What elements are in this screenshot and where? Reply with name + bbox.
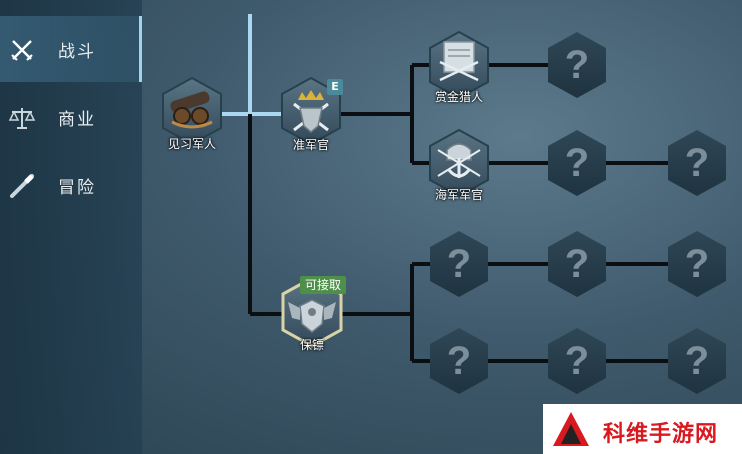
sidebar-item-label: 冒险 <box>58 177 96 198</box>
question-mark-icon: ? <box>565 339 589 383</box>
winged-shield-icon <box>288 299 336 333</box>
node-label-trainee: 见习军人 <box>167 137 216 151</box>
sidebar-item-label: 战斗 <box>58 41 96 62</box>
question-mark-icon: ? <box>447 339 471 383</box>
question-mark-icon: ? <box>685 339 709 383</box>
category-sidebar: 战斗 商业 冒险 <box>0 0 142 454</box>
sidebar-item-adventure[interactable]: 冒险 <box>0 152 142 218</box>
locked-node[interactable]: ? <box>430 328 488 394</box>
node-label-warrant-officer: 准军官 <box>292 138 329 152</box>
node-label-bounty-hunter: 赏金猎人 <box>434 90 483 104</box>
node-label-navy-officer: 海军军官 <box>434 188 483 202</box>
cannon-icon <box>170 91 213 129</box>
node-trainee[interactable] <box>162 76 222 146</box>
telescope-icon <box>10 174 34 198</box>
locked-node[interactable]: ? <box>668 231 726 297</box>
sidebar-item-label: 商业 <box>58 109 96 130</box>
node-navy-officer[interactable] <box>429 128 489 198</box>
question-mark-icon: ? <box>685 242 709 286</box>
anchor-helmet-icon <box>437 143 481 178</box>
locked-node[interactable]: ? <box>668 328 726 394</box>
sidebar-item-business[interactable]: 商业 <box>0 84 142 150</box>
connector-lines <box>222 14 670 363</box>
sidebar-item-combat[interactable]: 战斗 <box>0 16 142 82</box>
node-warrant-officer[interactable] <box>281 76 341 146</box>
rank-badge: E <box>327 79 343 95</box>
question-mark-icon: ? <box>565 43 589 87</box>
question-mark-icon: ? <box>685 141 709 185</box>
node-label-bodyguard: 保镖 <box>299 338 324 352</box>
watermark-text: 科维手游网 <box>603 422 719 447</box>
scales-icon <box>8 108 36 129</box>
question-mark-icon: ? <box>565 242 589 286</box>
watermark: 科维手游网 <box>543 404 742 454</box>
node-bodyguard[interactable] <box>281 276 343 348</box>
available-badge: 可接取 <box>300 276 347 294</box>
crossed-swords-icon <box>11 40 33 61</box>
locked-node[interactable]: ? <box>430 231 488 297</box>
locked-node[interactable]: ? <box>668 130 726 196</box>
triangle-logo-icon <box>553 412 589 446</box>
locked-node[interactable]: ? <box>548 32 606 98</box>
node-bounty-hunter[interactable] <box>429 30 489 100</box>
wanted-poster-icon <box>439 41 479 82</box>
question-mark-icon: ? <box>447 242 471 286</box>
crown-swords-icon <box>293 90 329 133</box>
question-mark-icon: ? <box>565 141 589 185</box>
locked-node[interactable]: ? <box>548 231 606 297</box>
locked-node[interactable]: ? <box>548 130 606 196</box>
locked-node[interactable]: ? <box>548 328 606 394</box>
